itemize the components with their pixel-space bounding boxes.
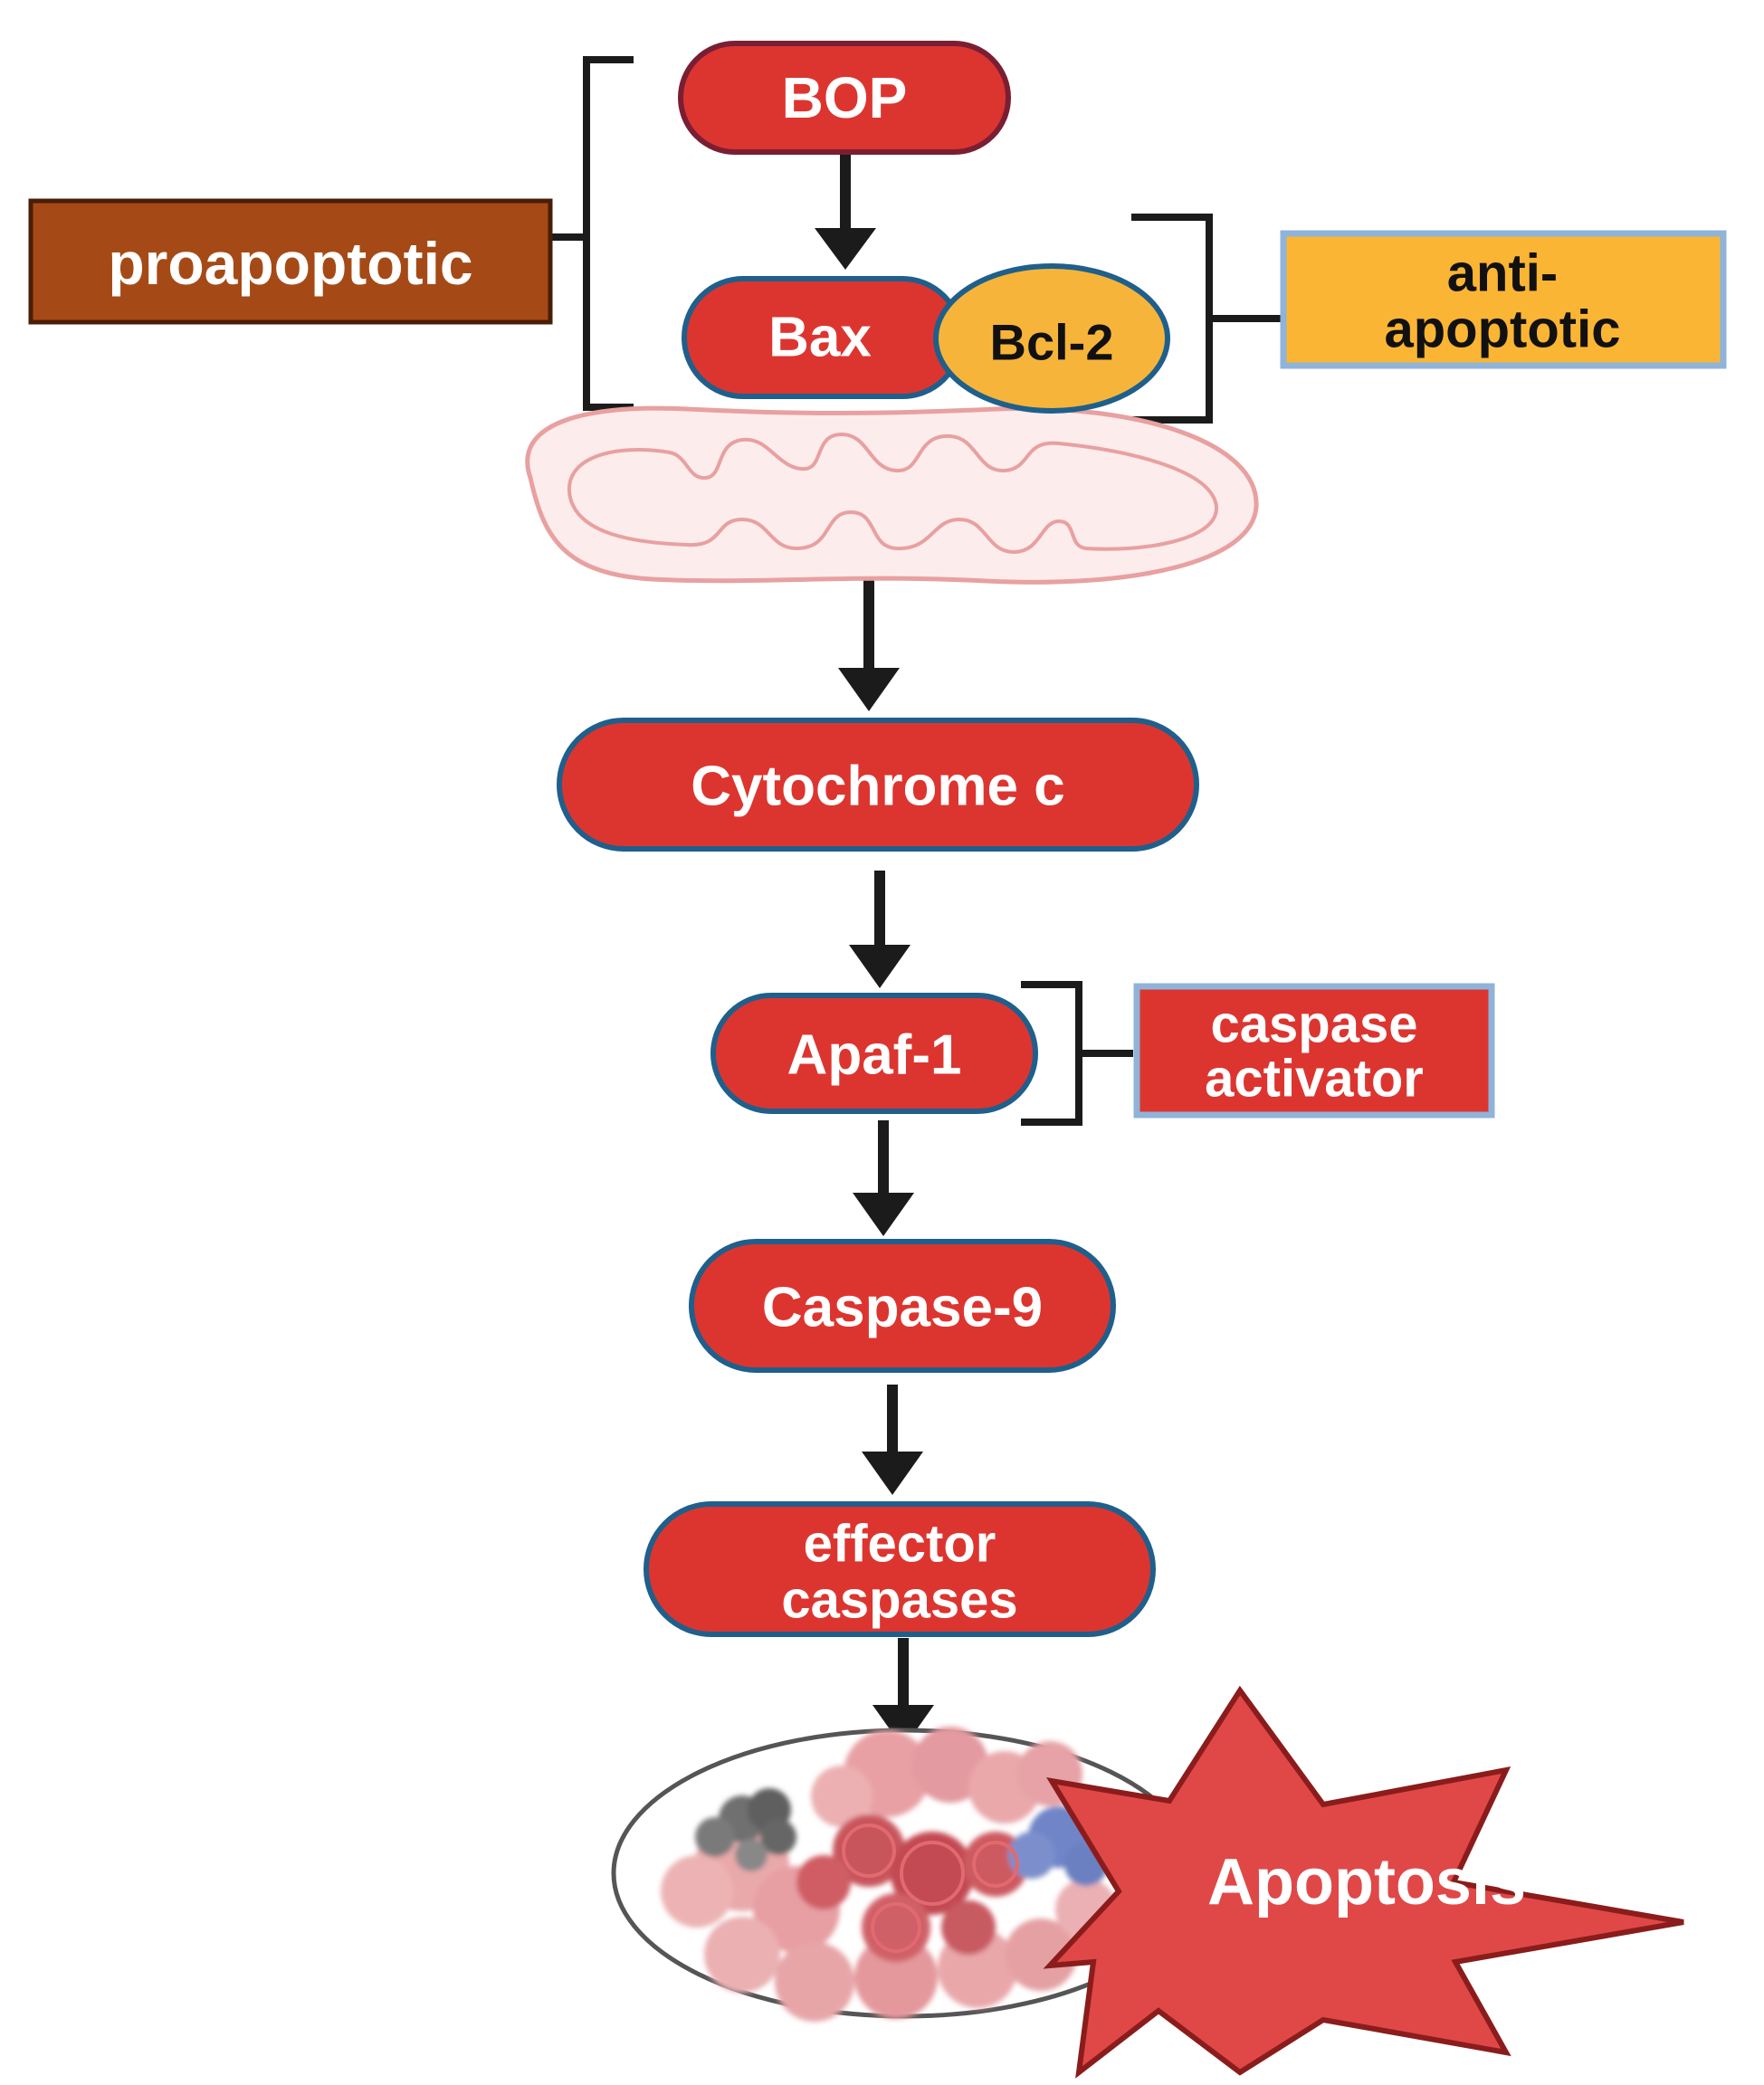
arrow-cytochrome-c-to-apaf1 [849,871,911,988]
bcl2-node: Bcl-2 [933,263,1170,414]
anti-apoptotic-label-box: anti- apoptotic [1280,230,1727,369]
effector-caspases-node: effector caspases [644,1501,1156,1637]
anti-apoptotic-bracket [1131,214,1282,424]
apaf1-label: Apaf-1 [787,1024,962,1087]
apoptotic-cell-icon [611,1727,1199,2022]
bcl2-label: Bcl-2 [990,314,1114,371]
bax-label: Bax [768,307,872,369]
cytochrome-c-node: Cytochrome c [557,718,1199,852]
bax-node: Bax [682,276,964,399]
anti-apoptotic-label-line-2: apoptotic [1385,300,1621,359]
cytochrome-c-label: Cytochrome c [691,756,1064,818]
caspase9-node: Caspase-9 [689,1239,1116,1373]
apoptosis-starburst [1043,1685,1684,2079]
apoptosis-label: Apoptosis [1207,1846,1526,1918]
proapoptotic-label: proapoptotic [108,230,472,297]
effector-caspases-label-line-2: caspases [781,1571,1017,1630]
proapoptotic-bracket [550,56,634,411]
arrow-apaf1-to-caspase9 [853,1120,914,1236]
arrow-caspase9-to-effector-caspases [862,1385,923,1495]
caspase-activator-label-box: caspase activator [1133,983,1495,1119]
bop-node: BOP [678,41,1011,155]
anti-apoptotic-label-line-1: anti- [1447,244,1558,303]
arrow-mitochondria-to-cytochrome-c [838,561,900,711]
apaf1-node: Apaf-1 [710,993,1038,1114]
caspase-activator-label-line-1: caspase [1211,995,1418,1054]
arrow-effector-caspases-to-apoptosis [872,1638,934,1748]
starburst-icon: Apoptosis [1043,1685,1684,2079]
mitochondria-icon [525,405,1259,585]
caspase-activator-label-line-2: activator [1205,1050,1424,1109]
arrow-bop-to-bax [815,152,876,270]
proapoptotic-label-box: proapoptotic [28,198,553,325]
bop-label: BOP [782,65,908,130]
caspase-activator-bracket [1021,981,1133,1126]
effector-caspases-label-line-1: effector [804,1515,996,1574]
caspase9-label: Caspase-9 [762,1277,1043,1339]
